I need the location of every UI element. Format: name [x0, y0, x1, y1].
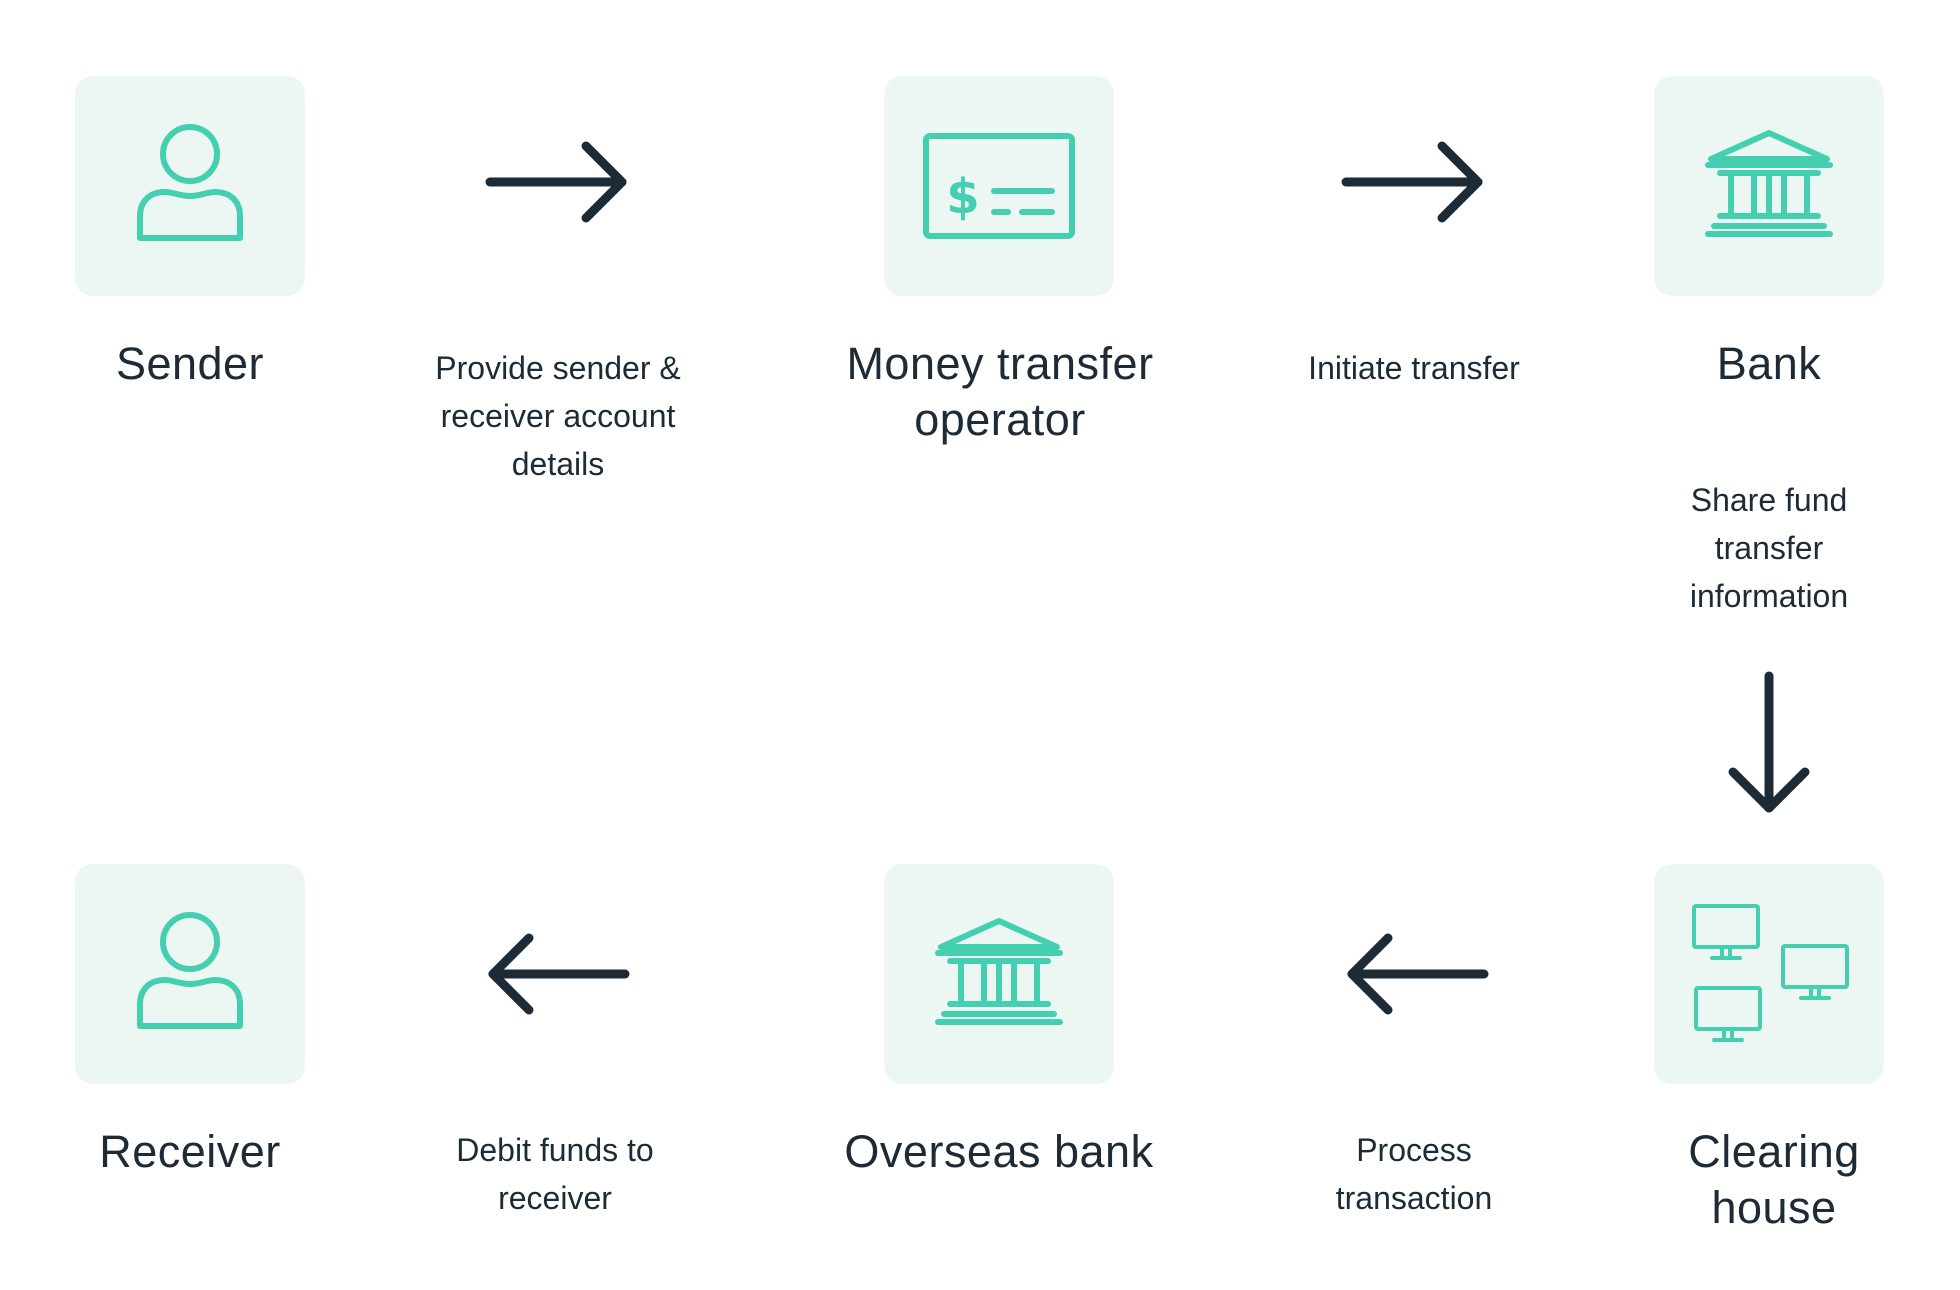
clearing-house-tile: [1654, 864, 1884, 1084]
sender-tile: [75, 76, 305, 296]
bank-icon: [935, 918, 1063, 1025]
svg-text:$: $: [946, 169, 979, 225]
arrow-right-icon: [1340, 138, 1490, 228]
computers-icon: [1692, 904, 1849, 1042]
step-initiate-transfer: Initiate transfer: [1308, 350, 1520, 386]
step-provide-details: Provide sender & receiver account detail…: [435, 350, 681, 482]
step-share-info: Share fund transfer information: [1689, 482, 1849, 614]
operator-label: Money transfer operator: [846, 338, 1154, 445]
overseas-bank-tile: [884, 864, 1114, 1084]
operator-tile: $: [884, 76, 1114, 296]
arrow-right-icon: [484, 138, 634, 228]
bank-icon: [1705, 130, 1833, 237]
arrow-left-icon: [1340, 930, 1490, 1020]
person-icon: [137, 912, 243, 1029]
bank-label: Bank: [1716, 338, 1822, 389]
step-process-transaction: Process transaction: [1335, 1132, 1493, 1216]
person-icon: [137, 124, 243, 241]
clearing-house-label: Clearing house: [1688, 1126, 1860, 1233]
arrow-down-icon: [1724, 668, 1814, 818]
overseas-bank-label: Overseas bank: [844, 1126, 1154, 1177]
receiver-tile: [75, 864, 305, 1084]
receiver-label: Receiver: [99, 1126, 281, 1177]
step-debit-funds: Debit funds to receiver: [456, 1132, 654, 1216]
bank-tile: [1654, 76, 1884, 296]
arrow-left-icon: [481, 930, 631, 1020]
check-dollar-icon: $: [923, 133, 1075, 239]
sender-label: Sender: [115, 338, 265, 389]
